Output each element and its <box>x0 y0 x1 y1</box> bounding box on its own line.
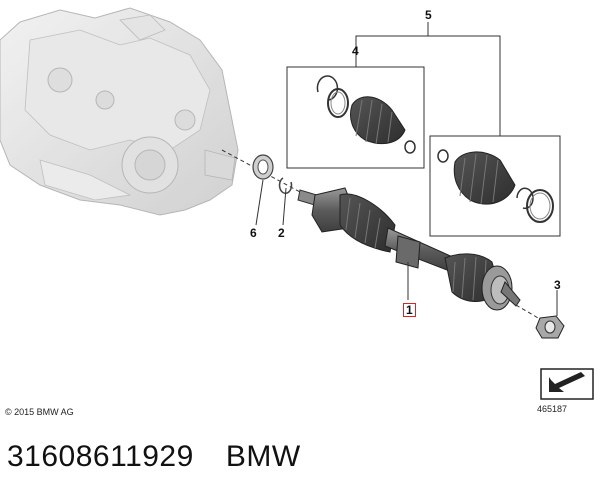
part-caption: 31608611929 BMW <box>7 440 301 474</box>
callout-3: 3 <box>554 278 561 292</box>
snap-ring <box>278 177 293 194</box>
transmission-housing <box>0 7 239 216</box>
callout-2: 2 <box>278 226 285 240</box>
repair-kit-box-outer <box>429 135 561 237</box>
shaft-seal <box>252 154 274 180</box>
brand-name: BMW <box>225 440 301 473</box>
callout-5: 5 <box>425 8 432 22</box>
arrow-icon <box>540 368 594 400</box>
diagram-number: 465187 <box>537 404 568 414</box>
diagram-drawing <box>0 7 594 400</box>
callout-6: 6 <box>250 226 257 240</box>
callout-4: 4 <box>352 44 359 58</box>
part-number: 31608611929 <box>7 440 194 473</box>
parts-diagram: 5 4 6 2 3 1 <box>0 7 594 400</box>
drive-shaft-assembly <box>297 187 521 311</box>
copyright-notice: © 2015 BMW AG <box>5 407 74 417</box>
repair-kit-box-inner <box>286 66 425 169</box>
callout-1: 1 <box>403 303 416 317</box>
collar-nut <box>535 315 565 339</box>
